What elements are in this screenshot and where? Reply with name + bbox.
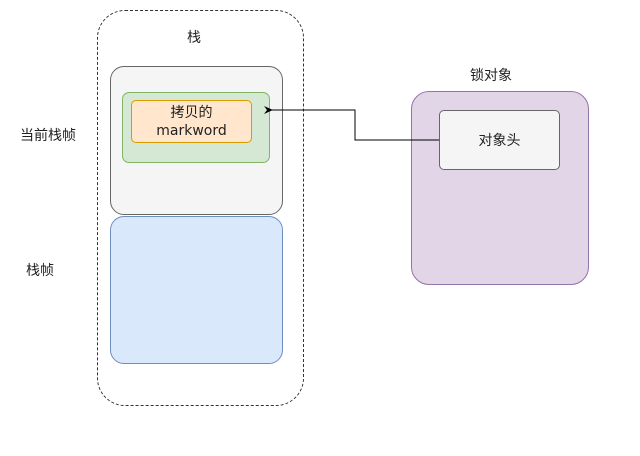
current-frame-label: 当前栈帧 xyxy=(20,128,76,144)
stack-frame xyxy=(110,216,283,364)
stack-label: 栈 xyxy=(187,30,201,46)
copied-markword-box: 拷贝的 markword xyxy=(131,100,252,143)
copied-markword-line1: 拷贝的 xyxy=(170,104,213,121)
object-header-label: 对象头 xyxy=(478,133,521,149)
copied-markword-line2: markword xyxy=(156,122,227,139)
stack-container xyxy=(97,10,304,406)
frame-label: 栈帧 xyxy=(26,263,54,279)
object-header-box: 对象头 xyxy=(439,110,560,170)
lock-object-label: 锁对象 xyxy=(470,68,512,84)
